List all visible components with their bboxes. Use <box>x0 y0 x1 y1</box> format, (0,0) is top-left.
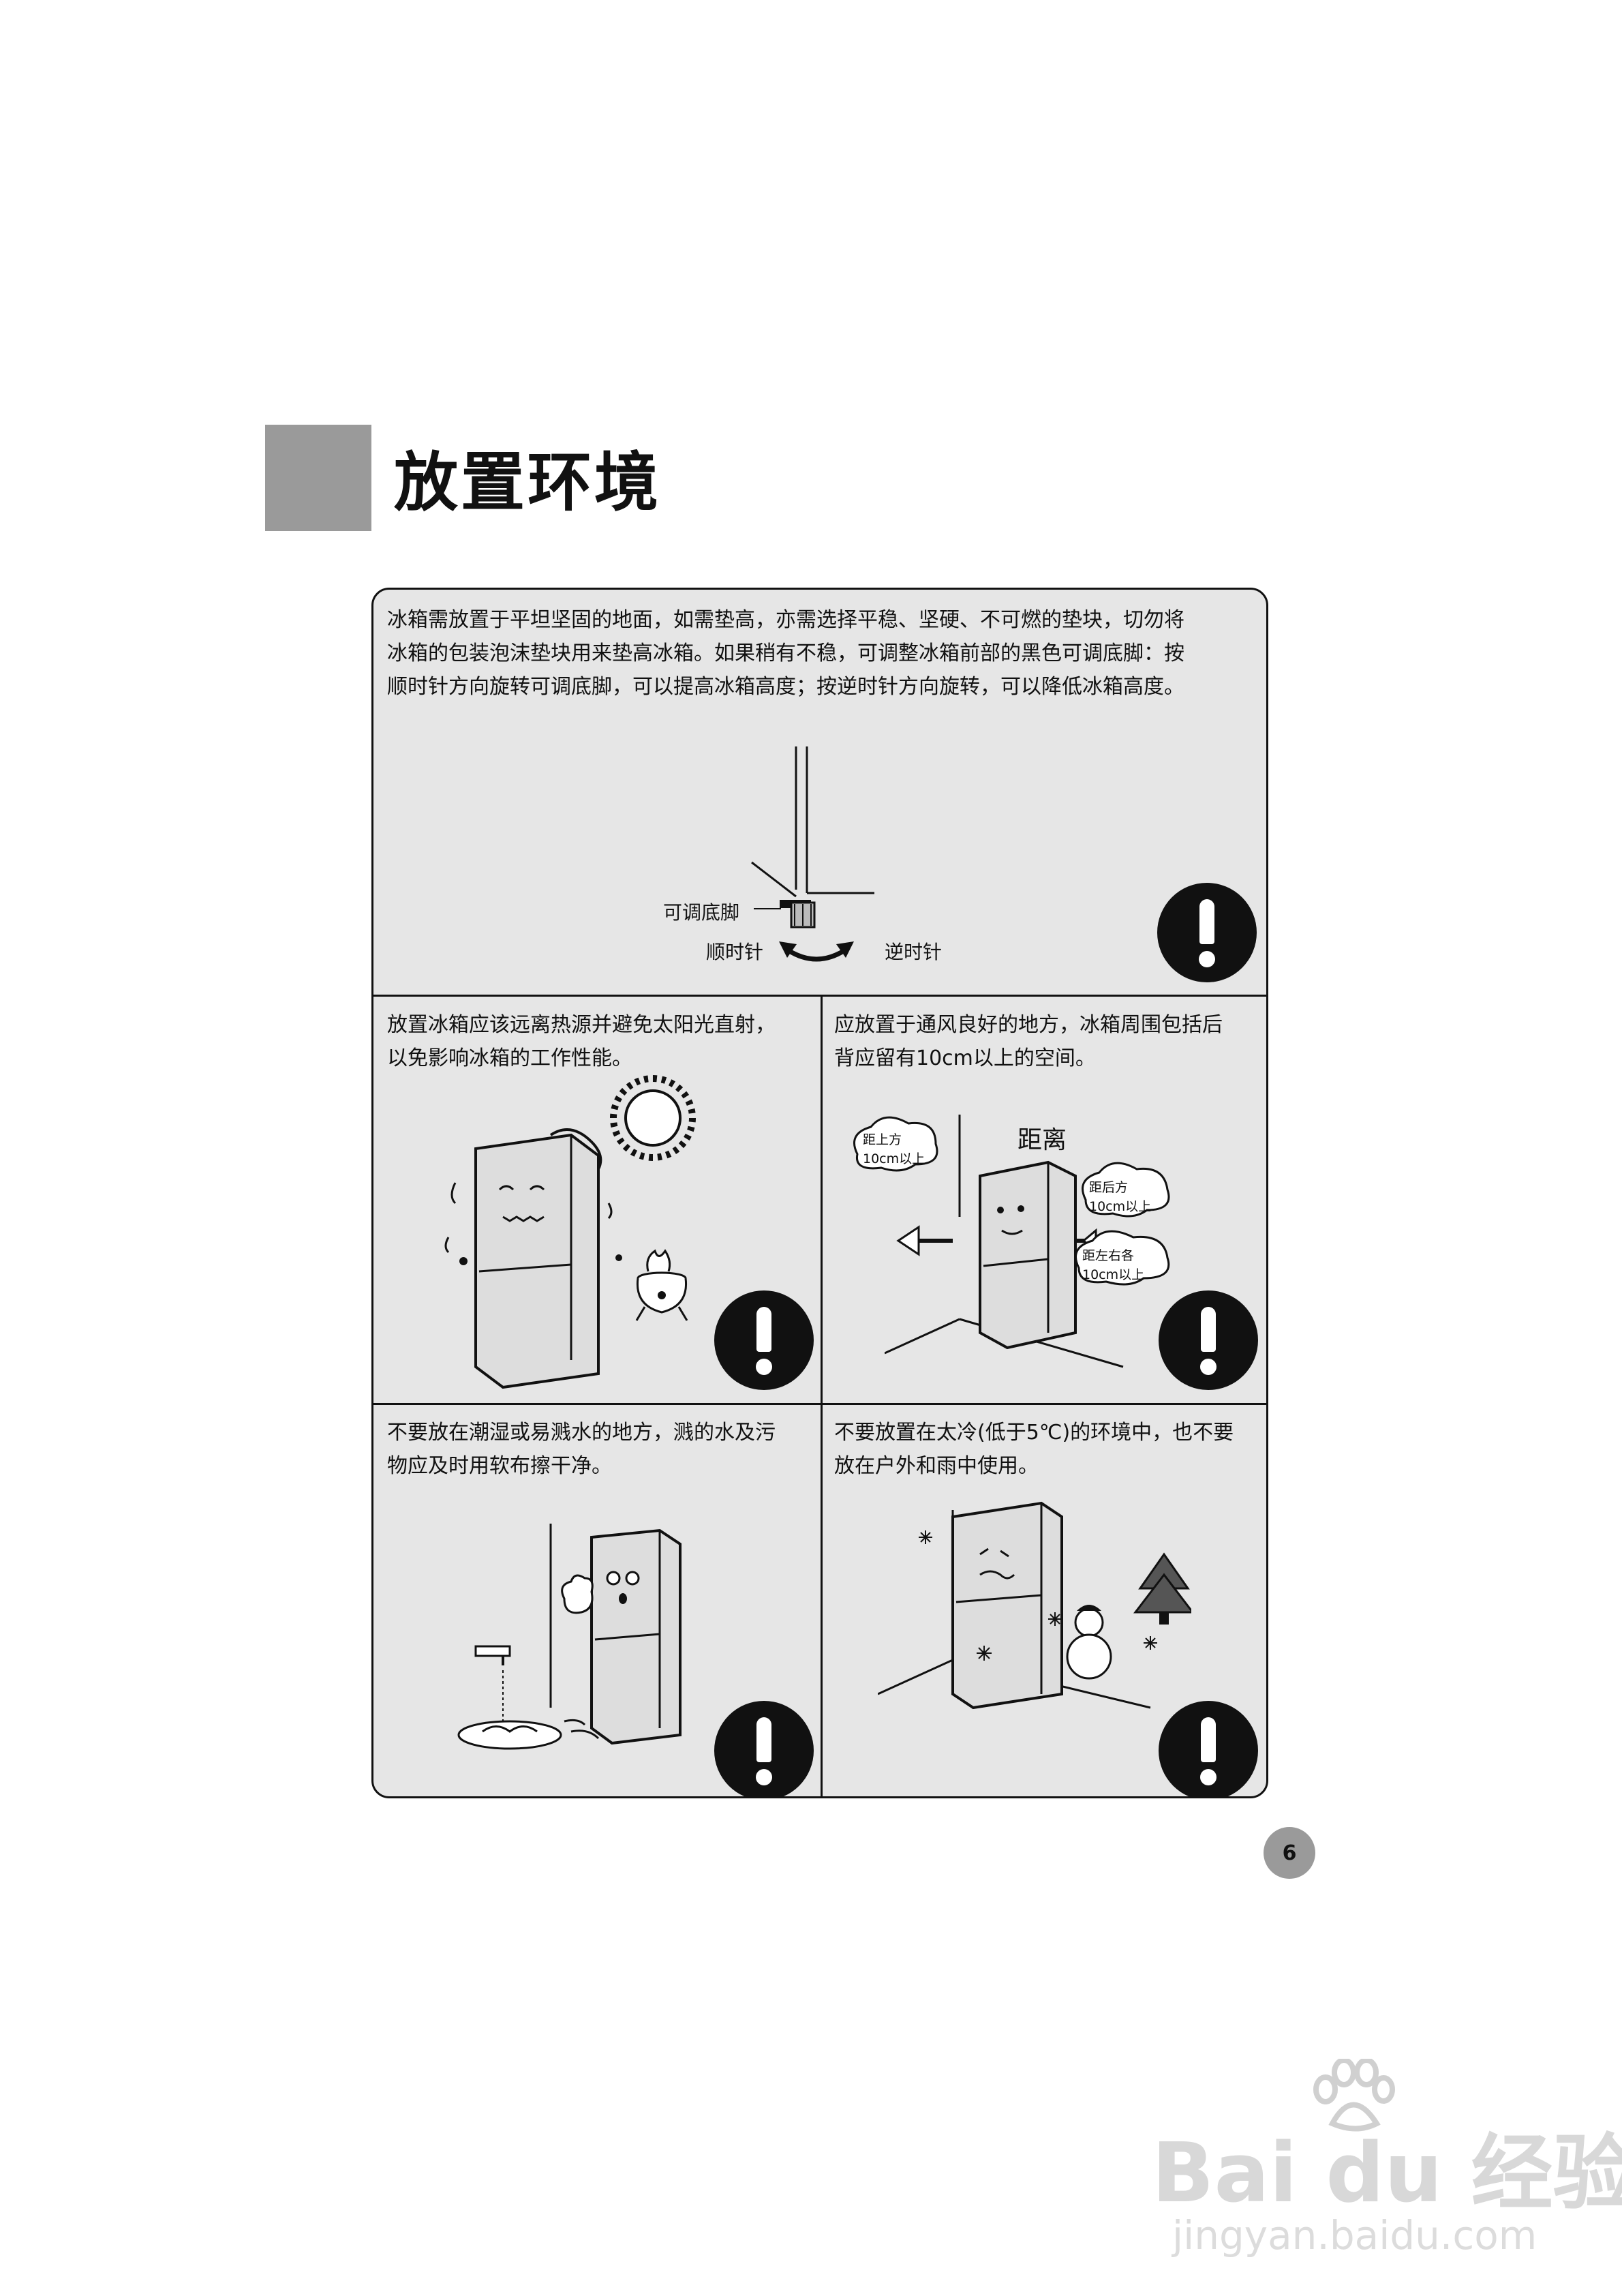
warning-exclamation-icon <box>1157 883 1257 982</box>
warning-exclamation-icon <box>714 1701 814 1796</box>
title-marker-block <box>265 425 371 531</box>
cloud-top-icon <box>853 1116 938 1172</box>
distance-label: 距离 <box>1017 1126 1067 1154</box>
instruction-panel: 冰箱需放置于平坦坚固的地面，如需垫高，亦需选择平稳、坚硬、不可燃的垫块，切勿将 … <box>371 588 1268 1798</box>
warning-exclamation-icon <box>714 1290 814 1390</box>
snowman-icon <box>1066 1605 1112 1680</box>
cloud-back-icon <box>1082 1162 1170 1218</box>
back-distance-label-1: 距后方 <box>1089 1180 1129 1195</box>
divider-vertical <box>821 995 823 1796</box>
top-distance-label-1: 距上方 <box>863 1132 902 1147</box>
snowflake-icon <box>919 1530 1157 1661</box>
top-distance-label-2: 10cm以上 <box>863 1151 925 1166</box>
fridge-moisture-illustration <box>457 1524 682 1750</box>
rotate-arrows-icon <box>779 941 854 962</box>
divider-horizontal-2 <box>373 1403 1266 1405</box>
counterclockwise-label: 逆时针 <box>885 941 943 963</box>
ventilation-text: 应放置于通风良好的地方，冰箱周围包括后 背应留有10cm以上的空间。 <box>834 1013 1223 1070</box>
leveling-text: 冰箱需放置于平坦坚固的地面，如需垫高，亦需选择平稳、坚硬、不可燃的垫块，切勿将 … <box>387 608 1184 699</box>
cold-text: 不要放置在太冷(低于5℃)的环境中，也不要 放在户外和雨中使用。 <box>834 1421 1234 1478</box>
warning-exclamation-icon <box>1159 1290 1258 1390</box>
divider-horizontal-1 <box>373 995 1266 997</box>
label-leader-line <box>754 908 781 909</box>
adjustable-foot-label: 可调底脚 <box>663 901 740 924</box>
back-distance-label-2: 10cm以上 <box>1089 1199 1152 1214</box>
page-number: 6 <box>1264 1827 1315 1879</box>
warning-exclamation-icon <box>1159 1701 1258 1796</box>
paw-logo-icon <box>1313 2059 1395 2132</box>
stove-icon <box>635 1249 688 1321</box>
fridge-ventilation-illustration <box>885 1115 1124 1368</box>
cloud-side-icon <box>1075 1230 1170 1286</box>
side-distance-label-1: 距左右各 <box>1082 1248 1135 1263</box>
fridge-cold-illustration <box>878 1501 1191 1710</box>
side-distance-label-2: 10cm以上 <box>1082 1267 1145 1282</box>
refrigerator-icon <box>474 1133 600 1389</box>
refrigerator-icon <box>951 1501 1063 1710</box>
tree-icon <box>1133 1552 1191 1625</box>
watermark-url: jingyan.baidu.com <box>1172 2212 1537 2259</box>
page-title: 放置环境 <box>394 446 662 520</box>
faucet-icon <box>474 1645 511 1721</box>
sun-icon <box>610 1075 696 1161</box>
refrigerator-icon <box>979 1160 1077 1350</box>
watermark-brand: Bai du 经验 <box>1152 2126 1622 2221</box>
foot-screw-icon <box>790 901 816 928</box>
refrigerator-icon <box>590 1528 682 1745</box>
adjustable-foot-illustration <box>751 746 874 908</box>
heat-text: 放置冰箱应该远离热源并避免太阳光直射， 以免影响冰箱的工作性能。 <box>387 1013 776 1070</box>
moisture-text: 不要放在潮湿或易溅水的地方，溅的水及污 物应及时用软布擦干净。 <box>387 1421 776 1478</box>
fridge-heat-illustration <box>444 1128 622 1389</box>
clockwise-label: 顺时针 <box>706 941 764 963</box>
